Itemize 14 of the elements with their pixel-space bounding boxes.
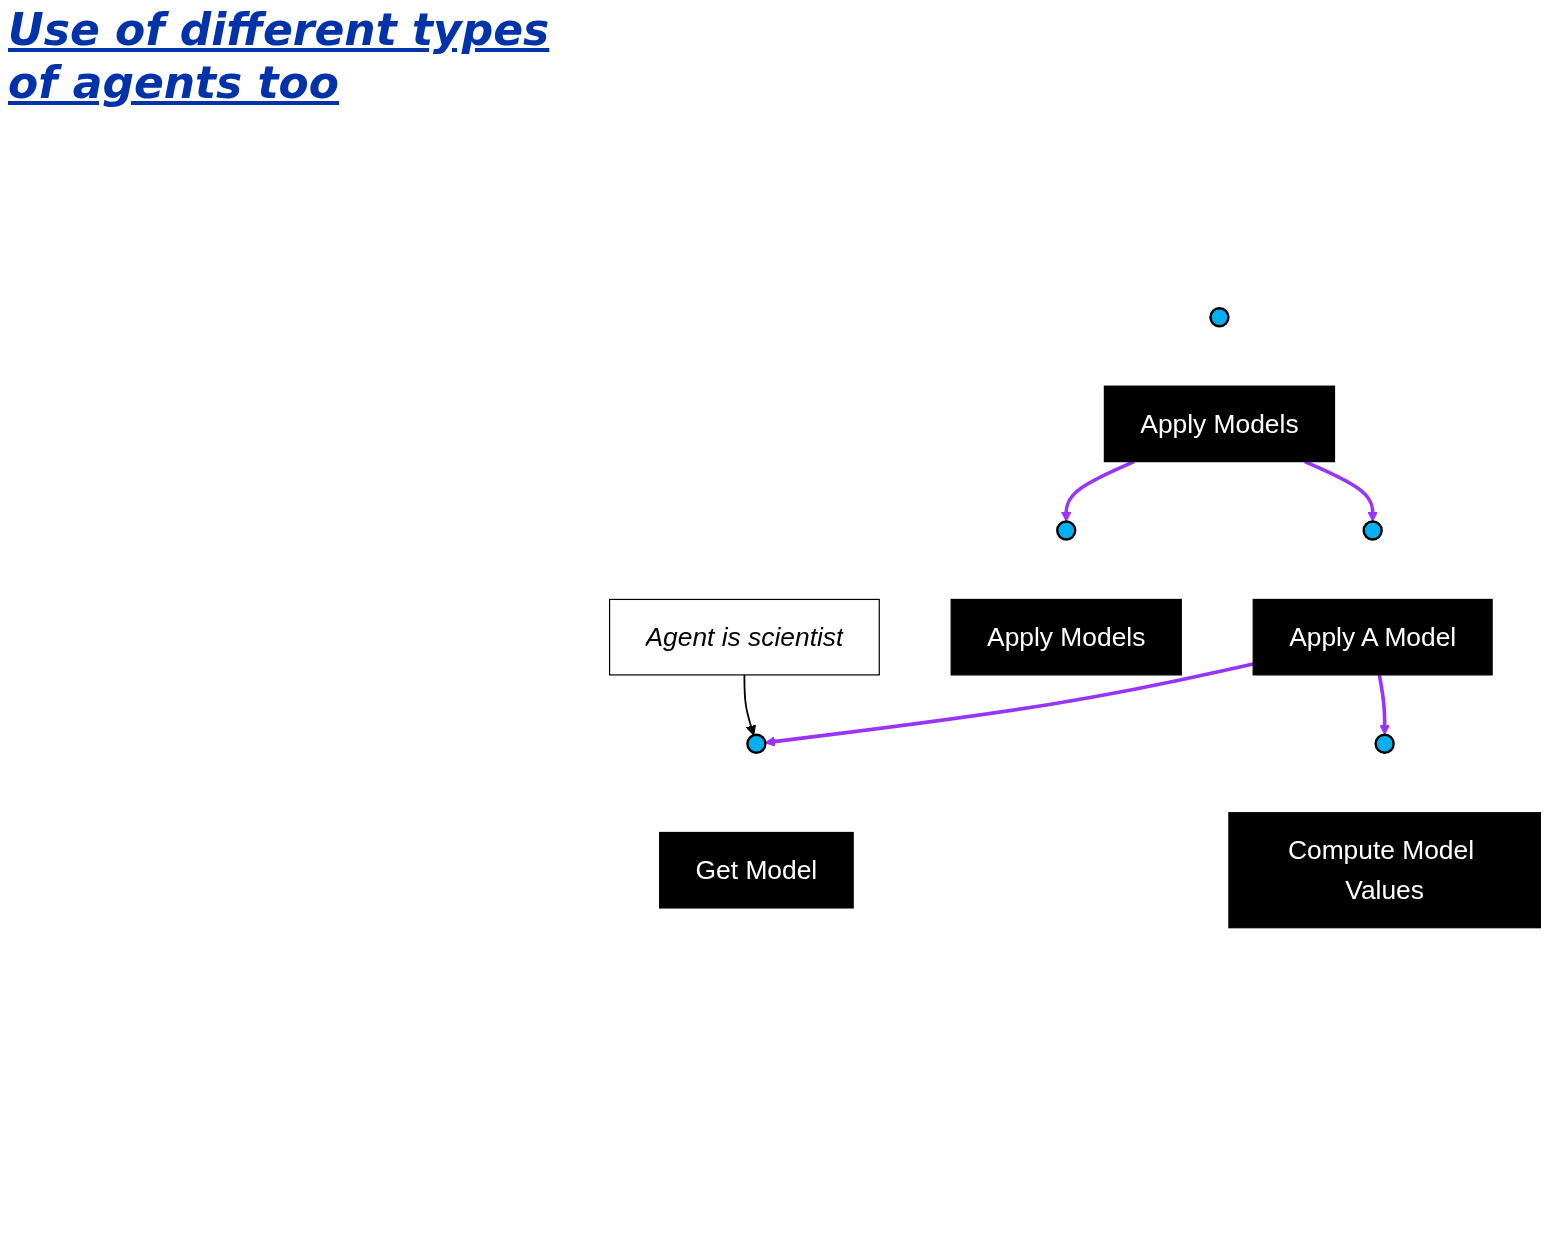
title: Use of different types of agents too [8, 4, 551, 110]
node-circle [1056, 519, 1077, 541]
node-box: Get Model [659, 831, 854, 909]
node-circle [1374, 733, 1395, 754]
node-circle [1362, 519, 1383, 541]
node-circle [746, 733, 767, 754]
arrow [743, 673, 756, 736]
node-circle [1209, 306, 1230, 327]
arrow [764, 661, 1254, 747]
node-box: Apply Models [1103, 385, 1336, 462]
arrow [1377, 674, 1390, 735]
node-box: Compute Model Values [1228, 811, 1541, 928]
node-box: Apply A Model [1252, 598, 1493, 675]
node-box: Apply Models [950, 598, 1182, 675]
